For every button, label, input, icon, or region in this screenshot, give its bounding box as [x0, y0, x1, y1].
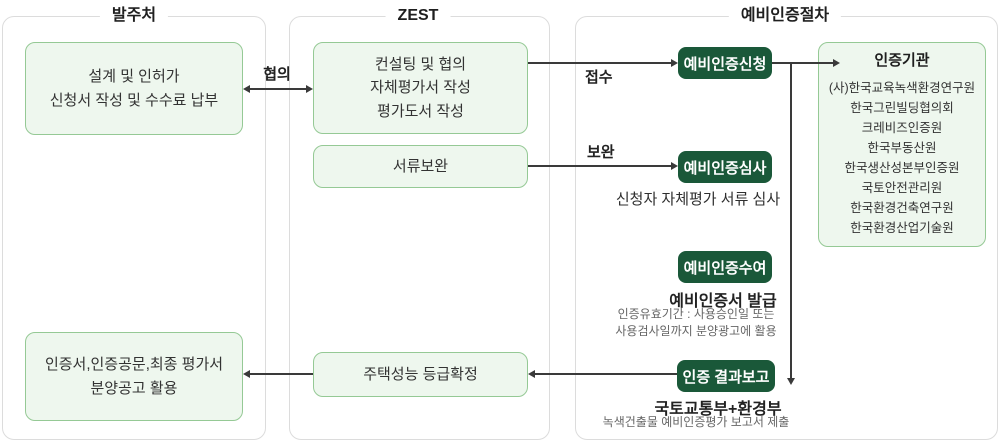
arrow-label-receipt: 접수	[585, 69, 613, 86]
certification-body-item: 한국부동산원	[867, 141, 937, 155]
arrowhead-left	[243, 85, 250, 93]
box-design-application: 설계 및 인허가 신청서 작성 및 수수료 납부	[25, 42, 243, 135]
arrow-label-supplement: 보완	[587, 144, 615, 161]
caption-award-title: 예비인증서 발급	[669, 293, 777, 310]
box-consulting: 컨설팅 및 협의 자체평가서 작성 평가도서 작성	[313, 42, 528, 134]
box-certification-bodies: 인증기관 (사)한국교육녹색환경연구원 한국그린빌딩협의회 크레비즈인증원 한국…	[818, 42, 986, 247]
box-doc-supplement: 서류보완	[313, 145, 528, 188]
box-final-use: 인증서,인증공문,최종 평가서 분양공고 활용	[25, 332, 243, 421]
connector-to-bodies-line	[772, 62, 833, 64]
certification-body-item: 국토안전관리원	[861, 181, 943, 195]
caption-report-note: 녹색건출물 예비인증평가 보고서 제출	[602, 415, 790, 429]
connector-receipt-line	[528, 62, 671, 64]
certification-body-item: 크레비즈인증원	[861, 121, 943, 135]
arrowhead-right	[671, 162, 678, 170]
pill-pre-cert-review: 예비인증심사	[678, 151, 772, 183]
arrowhead-down	[787, 378, 795, 385]
arrowhead-right	[671, 59, 678, 67]
certification-body-item: 한국환경건축연구원	[850, 201, 954, 215]
caption-award-note: 인증유효기간 : 사용승인일 또는 사용검사일까지 분양광고에 활용	[615, 307, 777, 339]
connector-report-to-grade-line	[534, 373, 677, 375]
connector-procedure-vertical-line	[790, 62, 792, 378]
certification-bodies-title: 인증기관	[874, 52, 930, 69]
connector-consult-line	[248, 88, 308, 90]
connector-supplement-line	[528, 165, 671, 167]
arrowhead-left	[243, 370, 250, 378]
certification-body-item: 한국환경산업기술원	[850, 221, 954, 235]
box-grade-confirm: 주택성능 등급확정	[313, 352, 528, 397]
arrowhead-right	[306, 85, 313, 93]
column-title-zest: ZEST	[385, 7, 451, 25]
connector-grade-to-final-line	[249, 373, 313, 375]
arrowhead-right	[833, 59, 840, 67]
certification-body-item: 한국생산성본부인증원	[844, 161, 960, 175]
pill-pre-cert-award: 예비인증수여	[678, 251, 772, 283]
certification-body-item: 한국그린빌딩협의회	[850, 101, 954, 115]
caption-review-note: 신청자 자체평가 서류 심사	[615, 191, 781, 208]
arrowhead-left	[528, 370, 535, 378]
arrow-label-consult: 협의	[263, 66, 291, 83]
caption-report-title: 국토교통부+환경부	[654, 401, 782, 418]
column-title-procedure: 예비인증절차	[728, 7, 842, 25]
pill-pre-cert-apply: 예비인증신청	[678, 47, 772, 79]
pill-cert-result-report: 인증 결과보고	[677, 360, 775, 392]
certification-body-item: (사)한국교육녹색환경연구원	[828, 81, 976, 95]
column-title-orderer: 발주처	[99, 7, 169, 25]
